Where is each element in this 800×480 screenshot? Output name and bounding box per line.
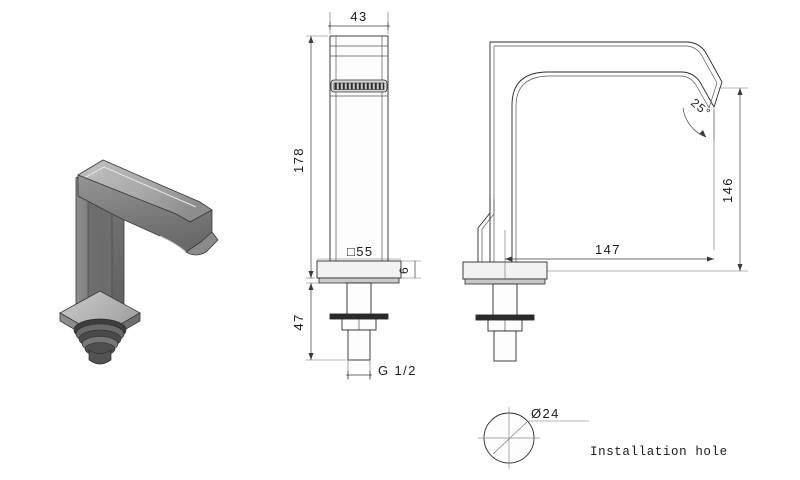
dim-55-label: □55 [347,244,374,259]
dim-25-arrow [699,130,706,137]
side-outlet-face-inner [708,82,718,109]
side-leg-jog-outer [477,197,491,262]
dimension-shank-47: 47 [291,282,346,361]
front-aerator-grille [333,82,385,90]
front-threaded-tail [347,329,371,361]
side-washer [475,314,535,321]
front-base-flange [316,260,402,279]
iso-spout-edge-highlight [159,235,187,253]
dimension-reach-147: 147 [504,110,715,280]
dim-178-arrow-bottom [308,271,314,278]
dim-147-arrow-right [707,256,714,262]
dim-147-label: 147 [595,242,621,257]
dim-146-arrow-top [737,88,743,95]
front-base-gasket [318,277,400,284]
iso-washer-stack [73,318,127,356]
dim-hole-diameter-label: Ø24 [531,406,560,421]
side-elevation-view: 25° 146 147 [462,41,748,362]
dimension-height-146: 146 [547,87,748,272]
iso-shank-stub [88,349,112,365]
dim-146-arrow-bottom [737,264,743,271]
dimension-width-43: 43 [328,9,390,34]
side-outer-profile [489,41,723,262]
front-washer [329,313,389,320]
side-inner-profile-inner [515,75,710,262]
side-inner-profile [511,71,715,262]
front-body-outline [329,35,389,262]
dimension-angle-25: 25° [682,96,715,140]
installation-hole-detail: Ø24 Installation hole [478,406,728,469]
dimension-height-178: 178 [291,35,328,279]
dim-6-label: 6 [397,266,411,274]
dim-147-arrow-left [505,256,512,262]
side-shank-upper [492,283,518,317]
front-elevation-view: 43 178 □55 6 [291,9,421,380]
installation-hole-leader-diag [492,420,529,455]
iso-spout-top-highlight [83,166,197,208]
dim-47-arrow-bottom [308,353,314,360]
side-outer-profile-inner [493,45,718,262]
side-outlet-face [713,81,723,108]
dim-146-label: 146 [720,177,735,203]
dim-47-arrow-top [308,283,314,290]
dim-178-arrow-top [308,36,314,43]
front-shank-upper [346,282,372,316]
iso-spout-nose-edge [201,231,213,242]
dimension-thread-g12: G 1/2 [346,360,417,380]
isometric-view [59,159,219,365]
dim-g12-label: G 1/2 [378,363,417,378]
iso-spout-outlet [185,231,219,256]
side-threaded-tail [493,330,517,362]
dim-47-label: 47 [291,313,306,330]
installation-hole-note: Installation hole [590,445,728,459]
dim-178-label: 178 [291,147,306,173]
side-leg-jog-inner [481,199,495,262]
dimension-base-square-55: □55 [317,244,401,260]
dim-43-label: 43 [350,9,367,24]
dimension-flange-thickness-6: 6 [397,260,421,279]
